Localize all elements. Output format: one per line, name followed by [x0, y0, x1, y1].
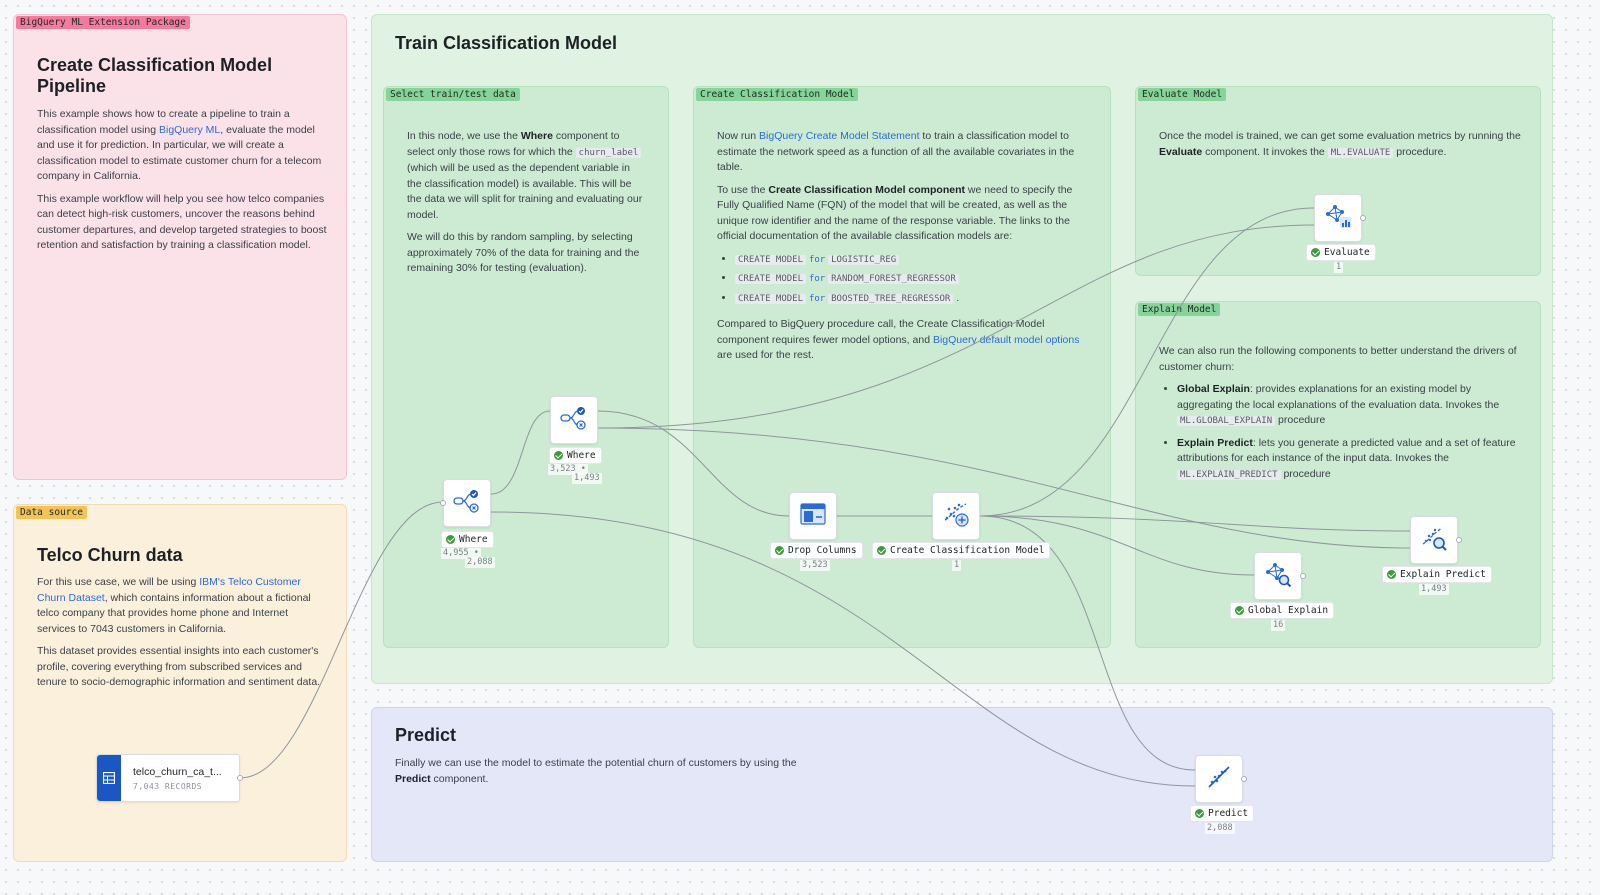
output-port[interactable] — [1241, 776, 1247, 782]
where-node-2[interactable] — [550, 396, 598, 444]
create-model-node[interactable] — [932, 492, 980, 540]
output-port[interactable] — [1300, 573, 1306, 579]
doc-link[interactable]: for — [808, 293, 826, 304]
select-note: In this node, we use the Where component… — [407, 130, 643, 274]
success-check-icon — [775, 546, 784, 555]
model-list-item: CREATE MODEL for RANDOM_FOREST_REGRESSOR — [735, 271, 1091, 288]
network-search-icon — [1263, 560, 1293, 593]
evaluate-label: Evaluate — [1306, 244, 1376, 261]
success-check-icon — [1195, 809, 1204, 818]
intro-title: Create Classification Model Pipeline — [37, 55, 273, 96]
explain-list-item: Global Explain: provides explanations fo… — [1177, 382, 1521, 430]
success-check-icon — [1387, 570, 1396, 579]
predict-count: 2,088 — [1205, 823, 1235, 834]
where-node-1-label: Where — [441, 531, 494, 548]
success-check-icon — [554, 451, 563, 460]
evaluate-tag: Evaluate Model — [1138, 88, 1227, 101]
output-port[interactable] — [1360, 215, 1366, 221]
predict-label: Predict — [1190, 805, 1255, 822]
intro-group — [13, 14, 347, 480]
where-node-1-count-a: 4,955 • — [441, 548, 481, 559]
intro-tag: BigQuery ML Extension Package — [16, 16, 190, 29]
create-model-count: 1 — [952, 560, 962, 571]
datasource-note: For this use case, we will be using IBM'… — [37, 576, 321, 688]
where-node-1[interactable] — [440, 479, 491, 527]
explain-predict-label: Explain Predict — [1382, 566, 1492, 583]
drop-columns-node[interactable] — [789, 492, 837, 540]
doc-link[interactable]: for — [808, 254, 826, 265]
datasource-tag: Data source — [16, 506, 87, 519]
source-name: telco_churn_ca_t... — [133, 766, 222, 778]
where-node-2-label: Where — [549, 447, 602, 464]
evaluate-count: 1 — [1334, 262, 1344, 273]
scatter-search-icon — [1420, 524, 1448, 557]
explain-tag: Explain Model — [1138, 303, 1221, 316]
predict-title: Predict — [395, 725, 457, 745]
drop-columns-label: Drop Columns — [770, 542, 863, 559]
train-title: Train Classification Model — [395, 33, 618, 53]
input-port[interactable] — [440, 500, 446, 506]
model-create-icon — [942, 500, 970, 533]
scatter-line-icon — [1205, 763, 1233, 796]
table-icon — [97, 755, 121, 801]
predict-note: Finally we can use the model to estimate… — [395, 757, 797, 785]
global-explain-node[interactable] — [1254, 552, 1306, 600]
intro-note: This example shows how to create a pipel… — [37, 108, 327, 251]
success-check-icon — [446, 535, 455, 544]
source-node[interactable]: telco_churn_ca_t... 7,043 RECORDS — [96, 754, 243, 802]
model-list-item: CREATE MODEL for BOOSTED_TREE_REGRESSOR … — [735, 291, 1091, 308]
global-explain-label: Global Explain — [1230, 602, 1335, 619]
table-columns-icon — [800, 502, 826, 530]
filter-split-icon — [452, 487, 482, 520]
explain-list-item: Explain Predict: lets you generate a pre… — [1177, 436, 1521, 484]
where-node-2-count-b: 1,493 — [572, 473, 602, 484]
source-records: 7,043 RECORDS — [133, 782, 203, 791]
datasource-title: Telco Churn data — [37, 545, 183, 565]
where-node-2-count-a: 3,523 • — [548, 464, 588, 475]
success-check-icon — [1235, 606, 1244, 615]
explain-predict-node[interactable] — [1410, 516, 1462, 564]
explain-note: We can also run the following components… — [1159, 344, 1521, 493]
network-chart-icon — [1323, 202, 1353, 235]
create-tag: Create Classification Model — [696, 88, 859, 101]
filter-split-icon — [559, 404, 589, 437]
success-check-icon — [1311, 248, 1320, 257]
evaluate-note: Once the model is trained, we can get so… — [1159, 130, 1521, 158]
explain-predict-count: 1,493 — [1419, 584, 1449, 595]
success-check-icon — [877, 546, 886, 555]
predict-node[interactable] — [1195, 755, 1247, 803]
bigquery-ml-link[interactable]: BigQuery ML — [158, 123, 221, 136]
default-options-link[interactable]: BigQuery default model options — [932, 333, 1080, 346]
model-list-item: CREATE MODEL for LOGISTIC_REG — [735, 252, 1091, 269]
output-port[interactable] — [237, 775, 243, 781]
create-model-label: Create Classification Model — [872, 542, 1051, 559]
drop-columns-count: 3,523 — [800, 560, 830, 571]
create-model-statement-link[interactable]: BigQuery Create Model Statement — [759, 130, 920, 142]
evaluate-node[interactable] — [1314, 194, 1366, 242]
create-note: Now run BigQuery Create Model Statement … — [717, 129, 1091, 371]
output-port[interactable] — [1456, 537, 1462, 543]
global-explain-count: 16 — [1271, 620, 1286, 631]
select-tag: Select train/test data — [386, 88, 520, 101]
where-node-1-count-b: 2,088 — [465, 557, 495, 568]
doc-link[interactable]: for — [808, 274, 826, 284]
